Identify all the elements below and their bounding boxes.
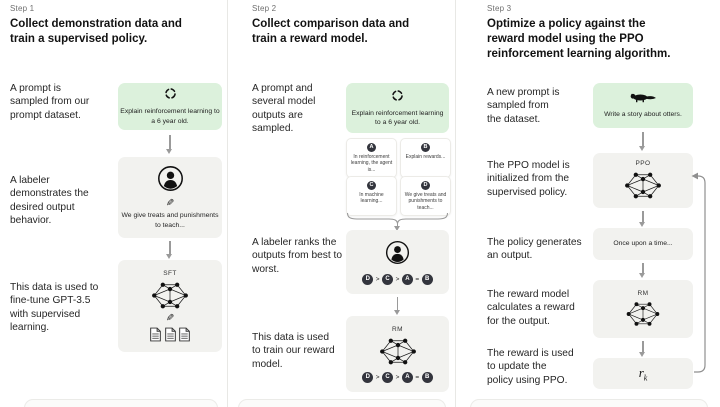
reward-subscript: k	[643, 373, 648, 383]
rank-separator: >	[375, 373, 380, 381]
down-arrow	[165, 241, 173, 259]
rank-circle: D	[362, 273, 374, 285]
step3-caption-reward: The reward model calculates a reward for…	[487, 289, 575, 327]
down-arrow	[393, 223, 401, 231]
ranking: D > C > A = B	[362, 273, 433, 285]
model-output-c: C In machine learning...	[346, 176, 397, 216]
step2-heading: Collect comparison data and train a rewa…	[252, 18, 410, 45]
cropped-card-top	[470, 399, 708, 407]
output-text: In reinforcement learning, the agent is.…	[350, 153, 393, 173]
step3-output-box: Once upon a time...	[593, 228, 693, 260]
step3-prompt-box: Write a story about otters.	[593, 83, 693, 128]
output-text: Explain rewards...	[405, 153, 446, 160]
down-arrow	[638, 341, 646, 357]
rank-circle: A	[401, 371, 413, 383]
pencil-icon: ✎	[165, 313, 175, 324]
cropped-card-top	[238, 399, 446, 407]
rank-separator: >	[375, 275, 380, 283]
output-letter-badge: B	[421, 142, 430, 152]
feedback-loop-arrow	[686, 170, 710, 383]
step2-prompt-box: Explain reinforcement learning to a 6 ye…	[346, 83, 449, 133]
step3-label: Step 3	[487, 4, 512, 13]
pencil-icon: ✎	[165, 198, 175, 210]
step1-heading: Collect demonstration data and train a s…	[10, 18, 182, 45]
output-letter-badge: A	[367, 142, 376, 152]
rank-circle: B	[421, 371, 433, 383]
rank-circle: D	[362, 371, 374, 383]
step2-prompt-text: Explain reinforcement learning to a 6 ye…	[351, 109, 444, 126]
down-arrow	[393, 297, 401, 315]
step2-label: Step 2	[252, 4, 277, 13]
output-text: We give treats and punishments to teach.…	[404, 191, 447, 211]
neural-network-icon	[622, 299, 664, 329]
neural-network-icon	[620, 169, 666, 202]
step2-caption-train: This data is used to train our reward mo…	[252, 332, 335, 370]
step2-rm-box: RM D > C > A = B	[346, 316, 449, 392]
output-text: In machine learning...	[359, 191, 384, 205]
step1-caption-prompt: A prompt is sampled from our prompt data…	[10, 83, 90, 121]
step2-labeler-box: D > C > A = B	[346, 230, 449, 294]
model-output-a: A In reinforcement learning, the agent i…	[346, 138, 397, 178]
documents-icon	[149, 327, 191, 342]
step3-caption-init: The PPO model is initialized from the su…	[487, 160, 570, 198]
step1-sft-box: SFT ✎	[118, 260, 222, 352]
step2-caption-prompt: A prompt and several model outputs are s…	[252, 83, 316, 134]
step1-prompt-text: Explain reinforcement learning to a 6 ye…	[120, 108, 220, 125]
neural-network-icon	[147, 279, 193, 312]
person-icon	[385, 240, 410, 270]
rank-circle: C	[382, 371, 394, 383]
step1-caption-finetune: This data is used to fine-tune GPT-3.5 w…	[10, 282, 99, 333]
step1-labeler-note: We give treats and punishments to teach.…	[121, 212, 219, 229]
down-arrow	[638, 263, 646, 278]
step1-labeler-box: ✎ We give treats and punishments to teac…	[118, 157, 222, 238]
column-divider	[455, 0, 456, 407]
output-letter-badge: D	[421, 180, 430, 190]
step2-caption-rank: A labeler ranks the outputs from best to…	[252, 237, 343, 275]
step3-reward-box: rk	[593, 358, 693, 389]
person-icon	[157, 165, 184, 197]
down-arrow	[165, 135, 173, 154]
rank-separator: =	[415, 373, 420, 381]
rank-circle: C	[382, 273, 394, 285]
output-letter-badge: C	[367, 180, 376, 190]
step3-ppo-box: PPO	[593, 153, 693, 208]
rank-separator: >	[395, 275, 400, 283]
rank-circle: B	[421, 273, 433, 285]
step1-caption-labeler: A labeler demonstrates the desired outpu…	[10, 175, 89, 226]
rm-model-label: RM	[637, 289, 649, 297]
reward-value: rk	[639, 365, 648, 383]
cropped-card-top	[24, 399, 218, 407]
otter-icon	[629, 91, 657, 109]
cycle-icon	[164, 87, 177, 105]
step3-rm-box: RM	[593, 280, 693, 338]
rm-model-label: RM	[392, 325, 403, 333]
ppo-model-label: PPO	[635, 159, 651, 167]
step1-prompt-box: Explain reinforcement learning to a 6 ye…	[118, 83, 222, 130]
cycle-icon	[391, 89, 404, 107]
down-arrow	[638, 132, 646, 151]
step3-caption-update: The reward is used to update the policy …	[487, 348, 574, 386]
reward-symbol: r	[638, 364, 644, 380]
model-output-d: D We give treats and punishments to teac…	[400, 176, 451, 216]
step3-heading: Optimize a policy against the reward mod…	[487, 18, 671, 60]
step3-caption-output: The policy generates an output.	[487, 237, 582, 262]
rank-separator: =	[415, 275, 420, 283]
sft-model-label: SFT	[163, 270, 177, 277]
step3-output-text: Once upon a time...	[613, 240, 673, 248]
step3-caption-prompt: A new prompt is sampled from the dataset…	[487, 87, 560, 125]
ranking: D > C > A = B	[362, 371, 433, 383]
rank-separator: >	[395, 373, 400, 381]
column-divider	[227, 0, 228, 407]
neural-network-icon	[375, 335, 421, 368]
step1-label: Step 1	[10, 4, 35, 13]
model-output-b: B Explain rewards...	[400, 138, 451, 178]
step3-prompt-text: Write a story about otters.	[604, 111, 682, 119]
rank-circle: A	[401, 273, 413, 285]
down-arrow	[638, 211, 646, 227]
